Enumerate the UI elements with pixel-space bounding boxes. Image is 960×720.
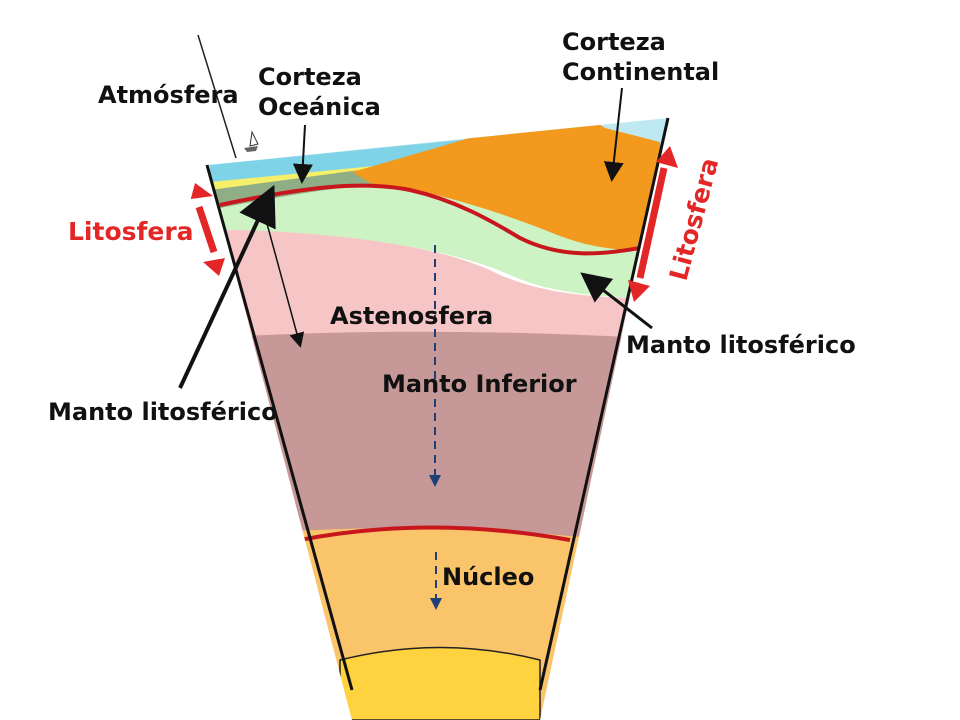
nucleo-label: Núcleo (442, 563, 534, 591)
corteza-oceanica-label-line2: Oceánica (258, 93, 381, 121)
wedge-left-edge (205, 164, 354, 691)
manto-litosferico-right-arrow (580, 272, 653, 330)
oceanic-crust-arrow (292, 124, 313, 184)
litosfera-right-label: Litosfera (664, 155, 725, 284)
thickness-arrow (255, 206, 305, 348)
lithosphere-base-boundary (219, 183, 651, 256)
inner-core-layer (339, 646, 541, 720)
manto-litosferico-left-label: Manto litosférico (48, 398, 278, 426)
litosfera-left-double-arrow (190, 182, 225, 276)
manto-litosferico-right-label: Manto litosférico (626, 331, 856, 359)
manto-litosferico-left-arrow (178, 184, 276, 389)
atmosfera-label: Atmósfera (98, 81, 239, 109)
manto-inferior-label: Manto Inferior (382, 370, 577, 398)
corteza-continental-label-line2: Continental (562, 58, 719, 86)
boat-icon (244, 130, 259, 152)
corteza-oceanica-label-line1: Corteza (258, 63, 362, 91)
astenosfera-label: Astenosfera (330, 302, 493, 330)
continental-crust-layer (352, 118, 660, 251)
wedge-right-edge (538, 117, 670, 691)
continental-crust-arrow (603, 87, 624, 182)
atmosfera-pointer (197, 34, 237, 159)
core-mantle-boundary (299, 525, 571, 542)
litosfera-right-double-arrow (628, 146, 678, 302)
litosfera-left-label: Litosfera (68, 217, 194, 246)
corteza-continental-label-line1: Corteza (562, 28, 666, 56)
